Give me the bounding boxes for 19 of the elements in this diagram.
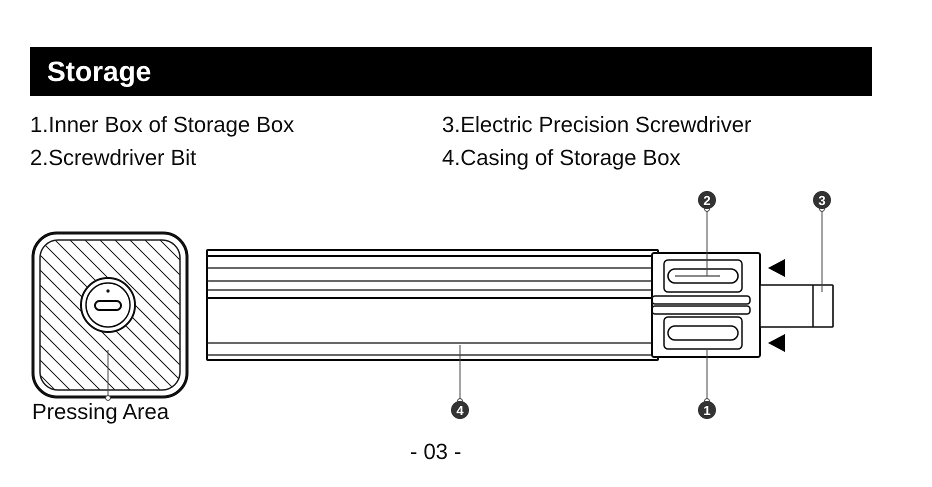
callout-number: 1 [698, 401, 716, 419]
legend-item: 1.Inner Box of Storage Box [30, 111, 294, 139]
part-label: Pressing Area [32, 398, 190, 426]
legend-item: 2.Screwdriver Bit [30, 144, 196, 172]
inner-box-drawing [651, 252, 761, 358]
title: Storage [47, 58, 152, 86]
screwdriver-drawing [759, 284, 834, 328]
leader-line [704, 350, 710, 404]
callout-number: 3 [813, 191, 831, 209]
page-number: - 03 - [410, 438, 462, 466]
callout-number: 2 [698, 191, 716, 209]
storage-box-end-view-drawing [32, 232, 188, 398]
casing-drawing [206, 249, 659, 361]
leader-line [105, 350, 111, 401]
screwdriver-bit-drawing [667, 268, 739, 284]
legend-item: 4.Casing of Storage Box [442, 144, 680, 172]
legend-item: 3.Electric Precision Screwdriver [442, 111, 752, 139]
leader-line [457, 344, 463, 404]
callout-number: 4 [451, 401, 469, 419]
